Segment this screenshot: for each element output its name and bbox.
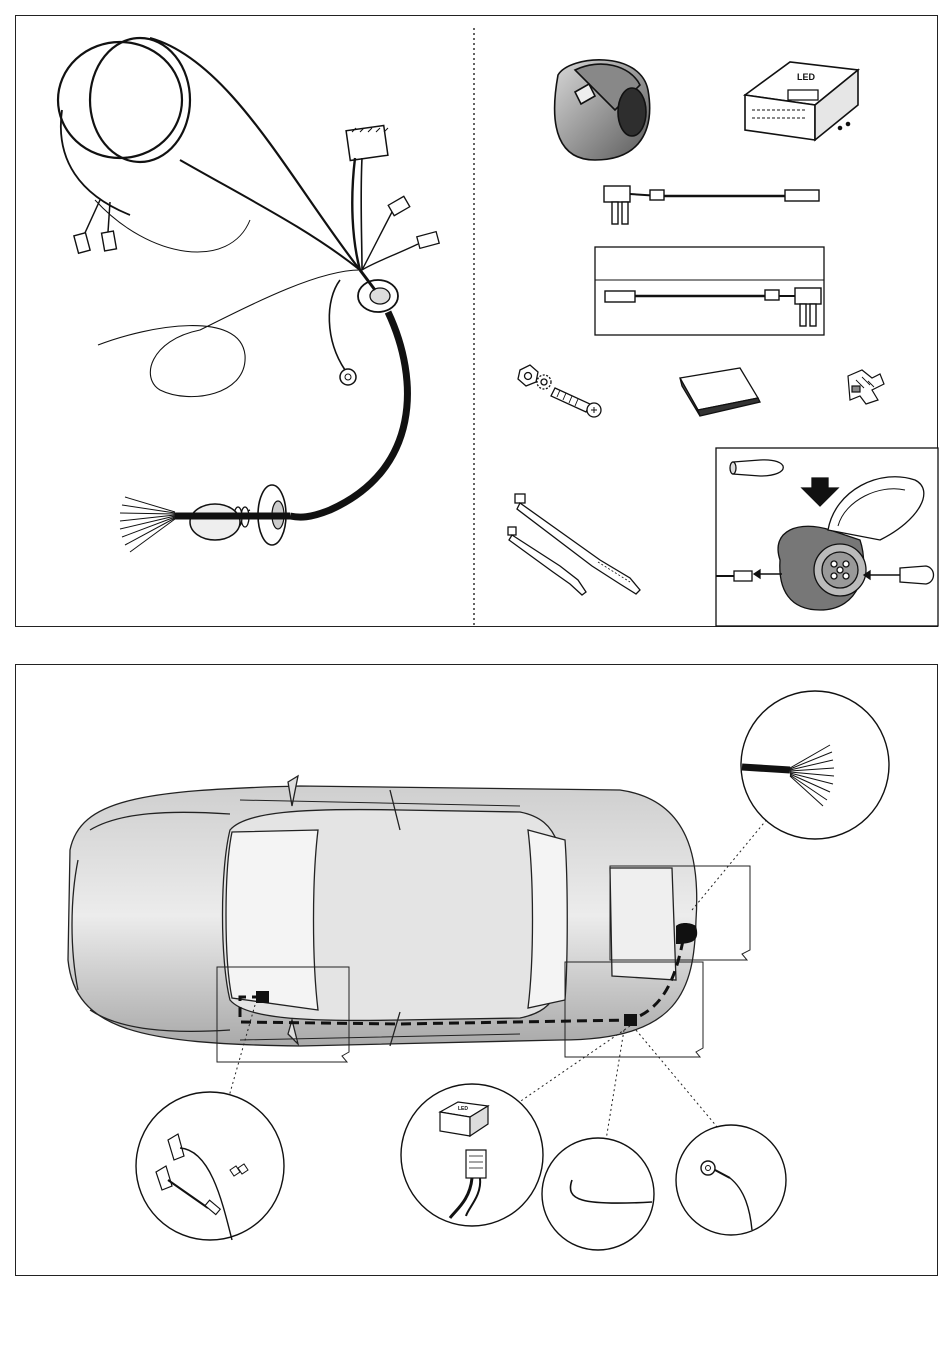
car-icon: [68, 776, 697, 1046]
fuse-tap-icon: [605, 288, 821, 326]
fuse-tap-icon: [136, 1092, 284, 1240]
harness-icon: [58, 38, 439, 552]
pad-icon: [680, 368, 760, 416]
module-icon: LED: [401, 1084, 543, 1226]
bolt-icon: [518, 365, 601, 417]
module-icon: LED: [745, 62, 858, 140]
fuse-tap-icon: [604, 186, 819, 224]
front-connection-point: [256, 991, 269, 1003]
module-led-label: LED: [797, 72, 816, 82]
cable-tie-icon: [508, 494, 640, 595]
wire-icon: [542, 1138, 654, 1250]
callout-led-label: LED: [458, 1106, 468, 1112]
clip-icon: [848, 370, 884, 404]
wire-fan-icon: [741, 691, 889, 839]
module-location-point: [624, 1014, 637, 1026]
socket-icon: [555, 60, 650, 160]
eyelet-icon: [676, 1125, 786, 1235]
